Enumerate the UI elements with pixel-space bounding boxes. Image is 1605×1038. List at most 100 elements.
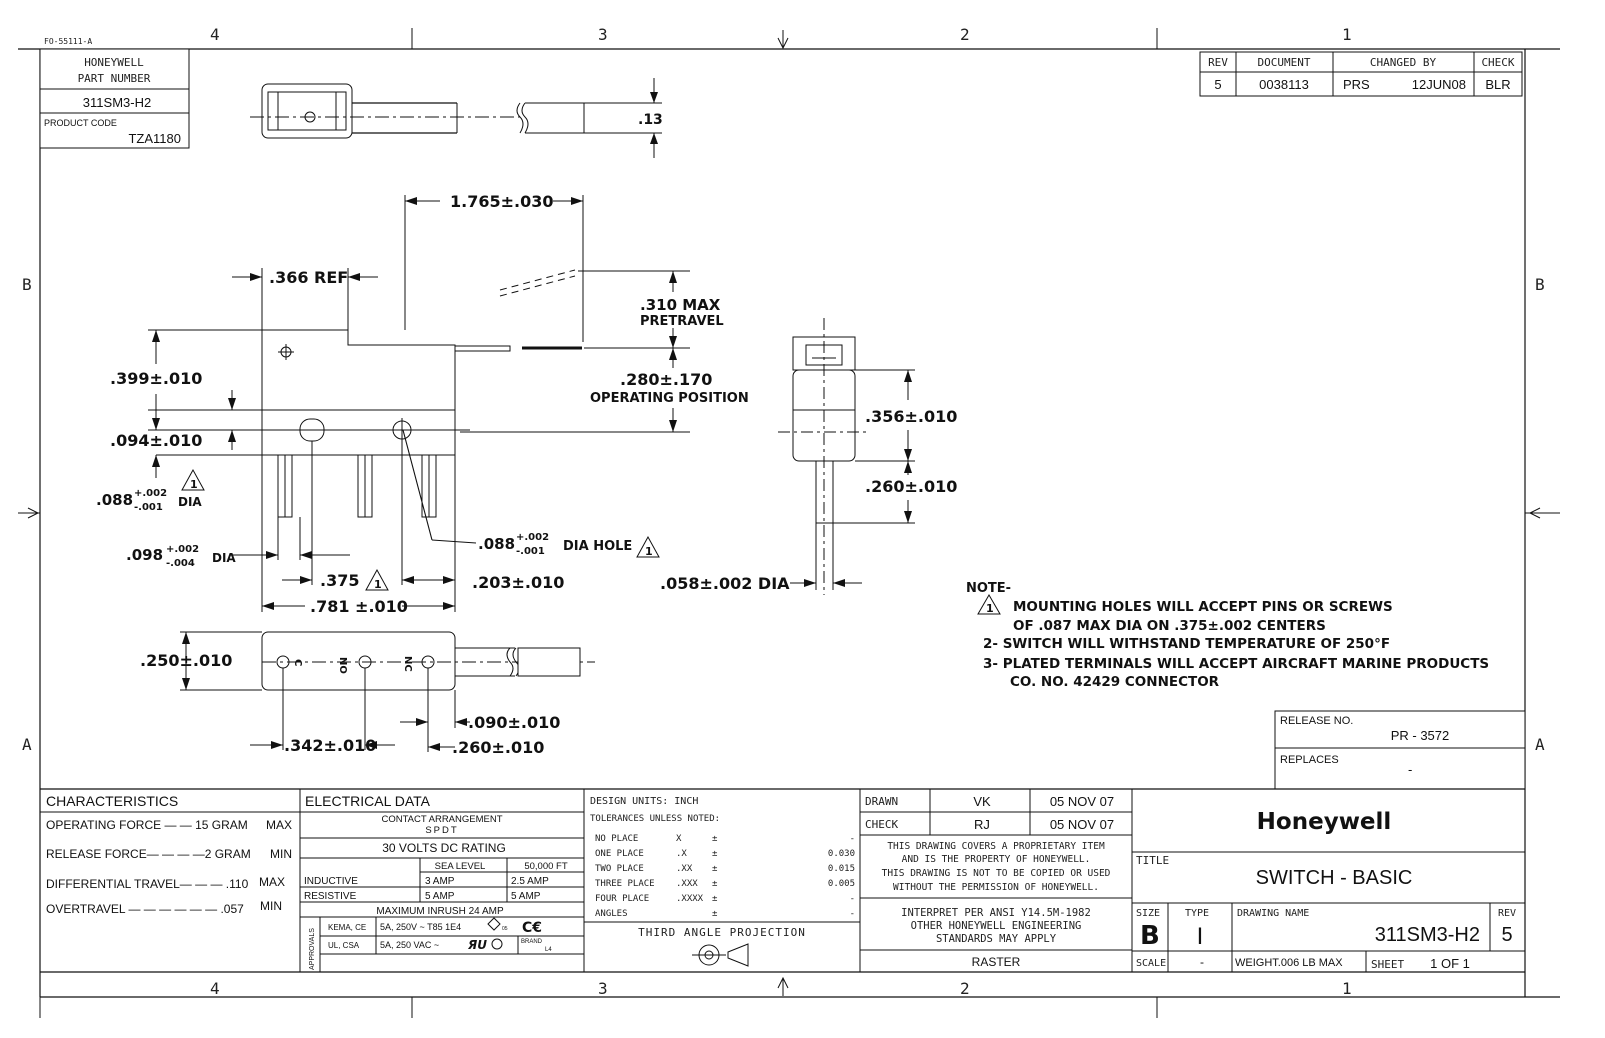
- changed-by-value: PRS: [1343, 77, 1370, 92]
- dim-op-position-value: .280±.170: [620, 370, 712, 389]
- title-block-frame: [40, 788, 1525, 973]
- dim-hole-spacing: .375: [320, 571, 359, 590]
- tolerance-row-2: TWO PLACE .XX ± 0.015: [595, 864, 855, 874]
- zone-left-a: A: [22, 735, 32, 754]
- voltage-rating: 30 VOLTS DC RATING: [382, 841, 506, 855]
- dim-op-position-label: OPERATING POSITION: [590, 391, 749, 406]
- approval-rating-1: 5A, 250V ~ T85 1E4: [380, 922, 461, 932]
- note-1-marker-b: 1: [365, 568, 389, 591]
- rev-value: 5: [1214, 77, 1221, 92]
- release-block: RELEASE NO. PR - 3572 REPLACES -: [1274, 710, 1526, 790]
- dim-body-length: .781 ±.010: [310, 597, 408, 616]
- sheet-label: SHEET: [1371, 958, 1404, 971]
- svg-text:-: -: [850, 894, 855, 904]
- vde-mark-icon: 05: [487, 917, 508, 932]
- note-1-marker-d: 1: [977, 594, 1001, 615]
- raster-label: RASTER: [972, 955, 1021, 969]
- dim-terminal-thickness: .058±.002 DIA: [660, 574, 790, 593]
- check-header: CHECK: [1481, 56, 1514, 69]
- dim-terminal-dia-base: .098: [126, 546, 163, 564]
- note-1-line-1: MOUNTING HOLES WILL ACCEPT PINS OR SCREW…: [1013, 599, 1393, 615]
- note-1-marker-c: 1: [636, 535, 660, 558]
- zone-right-b: B: [1535, 275, 1545, 294]
- svg-text:±: ±: [712, 909, 718, 919]
- char-differential-travel-limit: MAX: [259, 875, 285, 889]
- scale-label: SCALE: [1136, 958, 1166, 969]
- tolerance-row-4: FOUR PLACE .XXXX ± -: [595, 894, 855, 904]
- zone-bottom-4: 4: [210, 979, 220, 998]
- notes-heading: NOTE-: [966, 581, 1011, 596]
- svg-text:X: X: [676, 834, 682, 844]
- size-label: SIZE: [1136, 908, 1160, 919]
- part-heading-line2: PART NUMBER: [78, 72, 151, 85]
- top-view: .13: [250, 78, 663, 158]
- dim-terminal-length: .260±.010: [865, 477, 957, 496]
- zone-markers: 4 3 2 1 4 3 2 1 B A B A: [22, 25, 1545, 998]
- svg-text:0.005: 0.005: [828, 879, 855, 889]
- contact-arrangement-label: CONTACT ARRANGEMENT: [381, 814, 502, 825]
- dim-terminal-tol-plus: +.002: [166, 544, 199, 555]
- tolerance-row-5: ANGLES ± -: [595, 909, 855, 919]
- resistive-altitude: 5 AMP: [511, 891, 541, 902]
- resistive-sea-level: 5 AMP: [425, 891, 455, 902]
- svg-text:.XX: .XX: [676, 864, 693, 874]
- dim-terminal-pitch-c: .260±.010: [452, 738, 544, 757]
- check-label: CHECK: [865, 818, 898, 831]
- ur-mark-icon: ЯU: [467, 938, 487, 952]
- svg-text:0.030: 0.030: [828, 849, 855, 859]
- dim-lever-length: 1.765±.030: [450, 192, 554, 211]
- svg-text:FOUR PLACE: FOUR PLACE: [595, 894, 649, 904]
- dim-pretravel-label: PRETRAVEL: [640, 314, 724, 329]
- altitude-header: 50,000 FT: [524, 861, 567, 872]
- characteristics-heading: CHARACTERISTICS: [46, 793, 178, 809]
- drawing-name-label: DRAWING NAME: [1237, 908, 1309, 919]
- brand-code: L4: [545, 947, 552, 953]
- approval-rating-2: 5A, 250 VAC ~: [380, 940, 439, 950]
- form-code: FO-55111-A: [44, 37, 92, 46]
- dim-small-dia-base: .088: [96, 491, 133, 509]
- dim-small-dia-tol-plus: +.002: [134, 488, 167, 499]
- notes-block: NOTE- 1 MOUNTING HOLES WILL ACCEPT PINS …: [966, 581, 1489, 690]
- scale-value: -: [1200, 955, 1204, 969]
- terminal-label-c: C: [292, 659, 303, 666]
- tolerances-heading: TOLERANCES UNLESS NOTED:: [590, 814, 720, 824]
- interpret-line-2: OTHER HONEYWELL ENGINEERING: [911, 920, 1082, 932]
- sheet-value: 1 OF 1: [1430, 956, 1470, 971]
- check-date: 05 NOV 07: [1050, 817, 1114, 832]
- svg-text:±: ±: [712, 879, 718, 889]
- weight: WEIGHT.006 LB MAX: [1235, 957, 1343, 969]
- sheet-border: [18, 28, 1560, 1018]
- proprietary-line-1: THIS DRAWING COVERS A PROPRIETARY ITEM: [887, 841, 1105, 852]
- document-header: DOCUMENT: [1258, 56, 1311, 69]
- proprietary-line-4: WITHOUT THE PERMISSION OF HONEYWELL.: [893, 882, 1099, 893]
- tolerances-block: DESIGN UNITS: INCH TOLERANCES UNLESS NOT…: [584, 796, 860, 967]
- svg-text:THREE PLACE: THREE PLACE: [595, 879, 655, 889]
- note-1-line-2: OF .087 MAX DIA ON .375±.002 CENTERS: [1013, 618, 1326, 634]
- third-angle-projection-icon: [692, 943, 749, 967]
- svg-text:±: ±: [712, 894, 718, 904]
- zone-top-1: 1: [1342, 25, 1352, 44]
- svg-text:1: 1: [645, 545, 653, 558]
- rev-header: REV: [1208, 56, 1228, 69]
- product-code-label: PRODUCT CODE: [44, 118, 117, 128]
- svg-text:NO PLACE: NO PLACE: [595, 834, 638, 844]
- svg-text:1: 1: [190, 478, 198, 491]
- note-3-line-2: CO. NO. 42429 CONNECTOR: [1010, 674, 1220, 690]
- dim-hole-dia-base: .088: [478, 535, 515, 553]
- release-number: PR - 3572: [1391, 728, 1450, 743]
- drawing-title: SWITCH - BASIC: [1256, 867, 1413, 889]
- csa-mark-icon: [491, 938, 503, 950]
- type-label: TYPE: [1185, 908, 1209, 919]
- design-units: DESIGN UNITS: INCH: [590, 796, 698, 807]
- approval-agency-2: UL, CSA: [328, 941, 360, 950]
- zone-top-3: 3: [598, 25, 608, 44]
- part-number: 311SM3-H2: [83, 95, 151, 110]
- inductive-label: INDUCTIVE: [304, 876, 358, 887]
- dim-body-width: .250±.010: [140, 651, 232, 670]
- svg-text:.XXX: .XXX: [676, 879, 698, 889]
- dim-hole-tol-plus: +.002: [516, 532, 549, 543]
- svg-text:ANGLES: ANGLES: [595, 909, 628, 919]
- replaces-value: -: [1408, 762, 1412, 777]
- approval-agency-1: KEMA, CE: [328, 923, 366, 932]
